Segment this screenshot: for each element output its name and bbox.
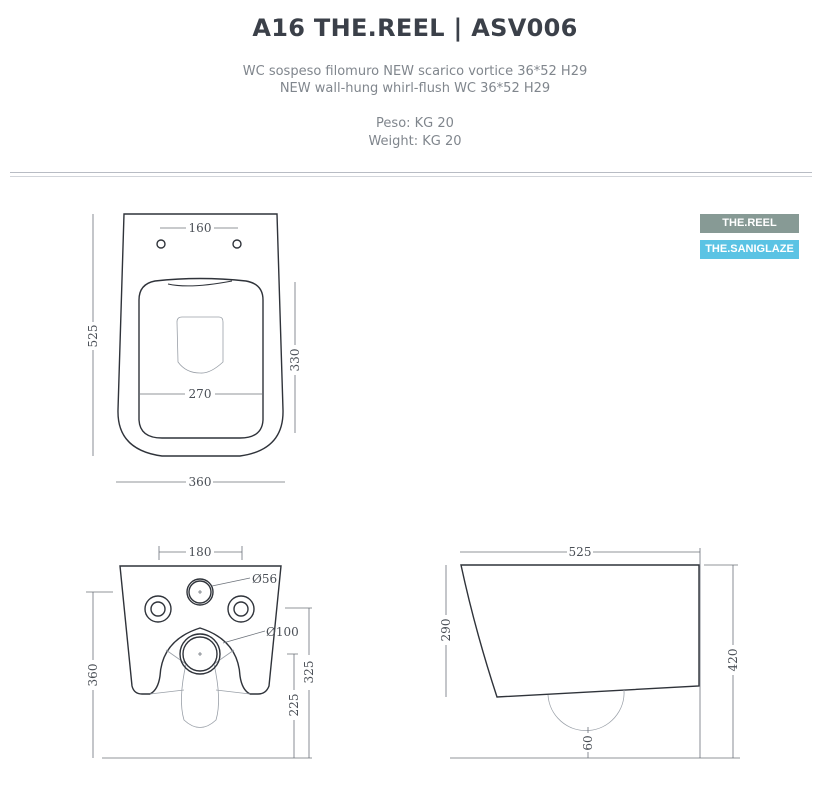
weight-italian: Peso: KG 20 <box>376 116 454 131</box>
page-title: A16 THE.REEL | ASV006 <box>252 14 578 42</box>
top-view: 160 270 360 525 330 <box>86 213 302 489</box>
dim-width: 360 <box>189 475 212 489</box>
dim-hole-spacing: 160 <box>189 221 212 235</box>
fixing-hole <box>232 239 242 249</box>
dim-side-length: 525 <box>569 545 592 559</box>
dim-seat-length: 330 <box>288 349 302 372</box>
side-view: 525 290 420 60 <box>439 545 740 759</box>
dim-side-height: 290 <box>439 619 453 642</box>
dim-bolt-spacing: 180 <box>189 545 212 559</box>
front-view: 180 Ø56 Ø100 360 225 325 <box>86 545 316 759</box>
badge-the-saniglaze: THE.SANIGLAZE <box>700 240 799 259</box>
description-english: NEW wall-hung whirl-flush WC 36*52 H29 <box>279 81 551 96</box>
dim-outlet-offset: 60 <box>581 735 595 750</box>
dim-outlet-diameter: Ø100 <box>266 625 299 639</box>
weight-english: Weight: KG 20 <box>368 134 462 149</box>
badge-the-reel: THE.REEL <box>700 214 799 233</box>
dim-total-height: 420 <box>726 649 740 672</box>
fixing-hole <box>156 239 166 249</box>
dim-seat-width: 270 <box>189 387 212 401</box>
header-divider <box>10 172 812 177</box>
dim-outlet-height: 225 <box>287 694 301 717</box>
dim-bolt-height: 325 <box>302 661 316 684</box>
description-italian: WC sospeso filomuro NEW scarico vortice … <box>242 64 588 79</box>
dim-height: 360 <box>86 664 100 687</box>
dim-length: 525 <box>86 325 100 348</box>
dim-inlet-diameter: Ø56 <box>252 572 277 586</box>
